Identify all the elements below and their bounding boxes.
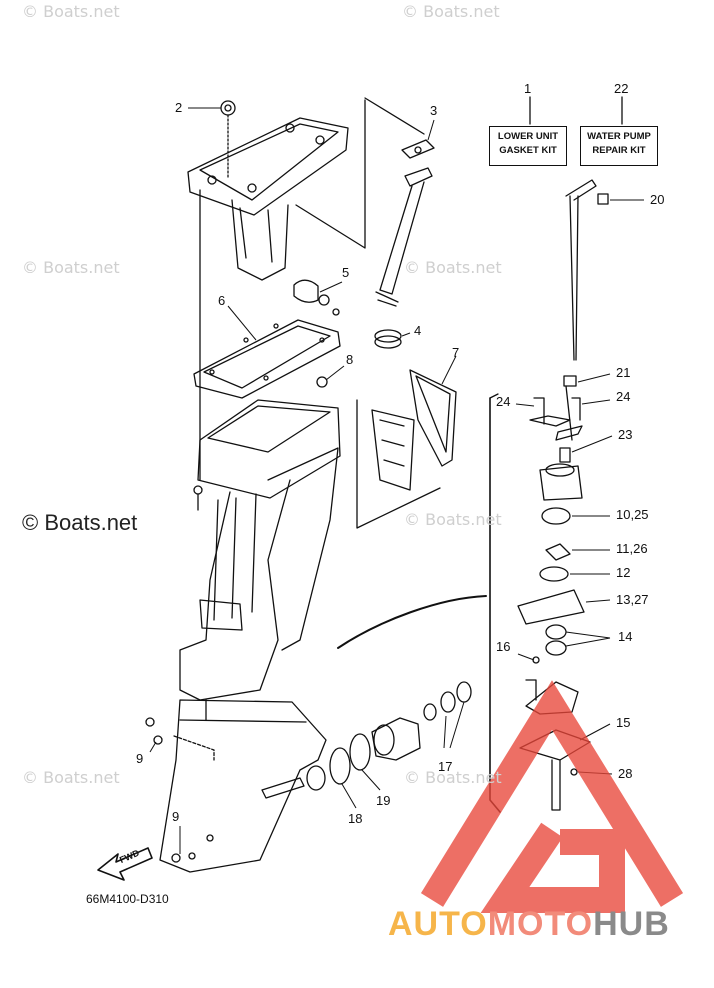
callout-21: 21 [616, 365, 631, 380]
callout-23: 23 [618, 427, 633, 442]
callout-9-lower: 9 [172, 809, 180, 824]
callout-24-right: 24 [616, 389, 631, 404]
water-tube-drawing [375, 139, 435, 307]
callout-8: 8 [346, 352, 354, 367]
hub-logo [420, 680, 684, 913]
kit-water-pump-repair: WATER PUMP REPAIR KIT [580, 126, 658, 166]
callout-18: 18 [348, 811, 363, 826]
callout-1: 1 [524, 81, 532, 96]
kit-lower-unit-gasket: LOWER UNIT GASKET KIT [489, 126, 567, 166]
callout-9-upper: 9 [136, 751, 144, 766]
brand-part-moto: MOTO [487, 905, 594, 943]
brand-part-hub: HUB [593, 905, 670, 943]
callout-17: 17 [438, 759, 453, 774]
callout-5: 5 [342, 265, 350, 280]
prop-housing-drawing [371, 681, 472, 761]
watermark-bottom-left: © Boats.net [22, 768, 120, 787]
callout-14: 14 [618, 629, 633, 644]
kit-line: LOWER UNIT [497, 131, 559, 142]
callout-6: 6 [218, 293, 226, 308]
callout-16: 16 [496, 639, 511, 654]
water-pump-drawing [517, 179, 609, 811]
kit-line: WATER PUMP [587, 131, 651, 142]
callout-22: 22 [614, 81, 629, 96]
kit-line: GASKET KIT [499, 145, 557, 156]
lower-casing-drawing [145, 699, 327, 873]
watermark-top-right: © Boats.net [402, 2, 500, 21]
upper-casing-drawing [179, 399, 341, 701]
watermark-dark: © Boats.net [22, 510, 138, 535]
brand-wordmark: AUTOMOTOHUB [388, 905, 670, 944]
watermark-center-right: © Boats.net [404, 510, 502, 529]
watermark-top-left: © Boats.net [22, 2, 120, 21]
watermark-bottom-right: © Boats.net [404, 768, 502, 787]
brand-part-auto: AUTO [388, 905, 488, 943]
gasket-drawing [193, 319, 341, 399]
callout-12: 12 [616, 565, 631, 580]
callout-10-25: 10,25 [616, 507, 649, 522]
diagram-reference: 66M4100-D310 [86, 892, 169, 906]
callout-19: 19 [376, 793, 391, 808]
callout-28: 28 [618, 766, 633, 781]
callout-20: 20 [650, 192, 665, 207]
callout-2: 2 [175, 100, 183, 115]
watermark-mid-left: © Boats.net [22, 258, 120, 277]
watermark-mid-right: © Boats.net [404, 258, 502, 277]
callout-7: 7 [452, 345, 460, 360]
kit-line: REPAIR KIT [592, 145, 646, 156]
callout-11-26: 11,26 [616, 541, 648, 556]
callout-24-left: 24 [496, 394, 511, 409]
callout-15: 15 [616, 715, 631, 730]
callout-3: 3 [430, 103, 438, 118]
callout-13-27: 13,27 [616, 592, 649, 607]
callout-4: 4 [414, 323, 422, 338]
